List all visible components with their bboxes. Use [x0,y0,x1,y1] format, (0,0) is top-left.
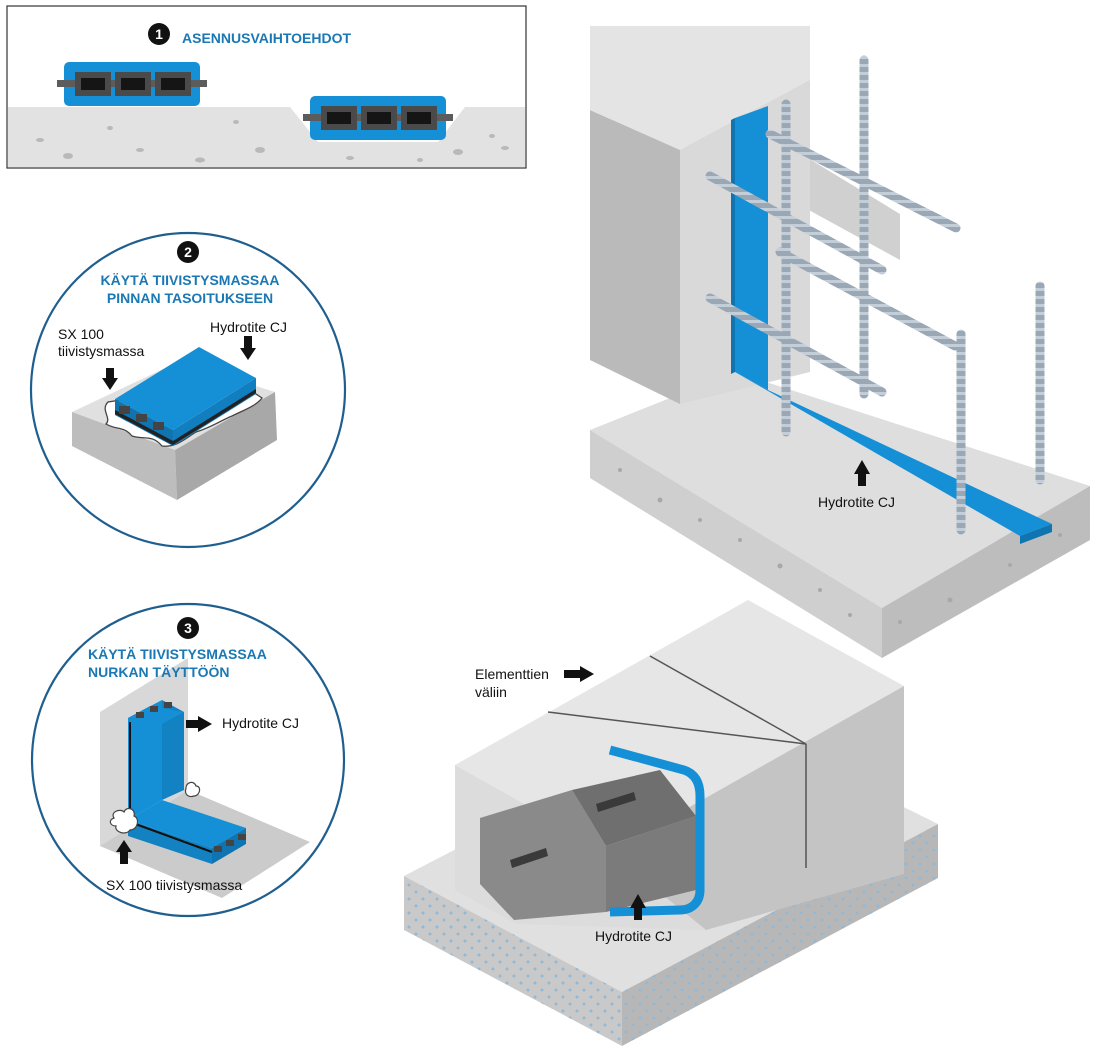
aggregate-specks [36,120,509,163]
seal-end-cavities [214,834,246,852]
panel3-title-line1: KÄYTÄ TIIVISTYSMASSAA [88,646,267,662]
panel1-title: ASENNUSVAIHTOEHDOT [182,30,352,46]
seal-ring [608,745,705,917]
slab-top [590,372,1090,608]
arrow-right-joint [564,666,594,682]
box-top [455,600,904,852]
seal-vertical [128,700,162,820]
sealant-blob [109,807,139,834]
panel2-title-line2: PINNAN TASOITUKSEEN [106,290,274,306]
seal-horizontal [128,800,246,848]
panel-installation-options [6,5,527,169]
panel-surface-levelling [29,231,347,549]
seal-vertical-strip [735,106,768,390]
arrow-down-product [240,336,256,360]
seal-top-face [115,347,256,430]
step-number-2: 2 [177,241,199,263]
arrow-up-sealant [116,840,132,864]
panel3-sealant-label: SX 100 tiivistysmassa [106,877,243,893]
arrow-left-product [186,716,212,732]
rebar-grid [705,55,1045,535]
concrete-base-shape [8,107,525,167]
arrow-up-product [854,460,870,486]
panel3-product-label: Hydrotite CJ [222,715,300,731]
arrow-up-product [630,894,646,920]
seal-front-cavities [119,406,164,430]
seal-recessed [303,96,453,140]
box-product-label: Hydrotite CJ [595,928,673,944]
wall-joint-scene [590,26,1090,658]
wall-side [590,110,680,404]
seal-horizontal-strip [735,372,1052,536]
panel3-title-line2: NURKAN TÄYTTÖÖN [88,664,230,680]
seal-surface-mounted [57,62,207,106]
wall-product-label: Hydrotite CJ [818,494,896,510]
arrow-down-sealant [102,368,118,390]
seal-top-cavities [136,702,172,718]
box-element-scene [404,600,938,1046]
panel2-sealant-label-line2: tiivistysmassa [58,343,145,359]
step-number-1: 1 [148,23,170,45]
slab-front [590,430,882,658]
panel-corner-fill [30,602,346,918]
box-joint-label-line2: väliin [475,684,507,700]
panel2-product-label: Hydrotite CJ [210,319,288,335]
panel2-sealant-label-line1: SX 100 [58,326,104,342]
panel2-title-line1: KÄYTÄ TIIVISTYSMASSAA [100,272,280,288]
step-number-3: 3 [177,617,199,639]
box-joint-label-line1: Elementtien [475,666,549,682]
